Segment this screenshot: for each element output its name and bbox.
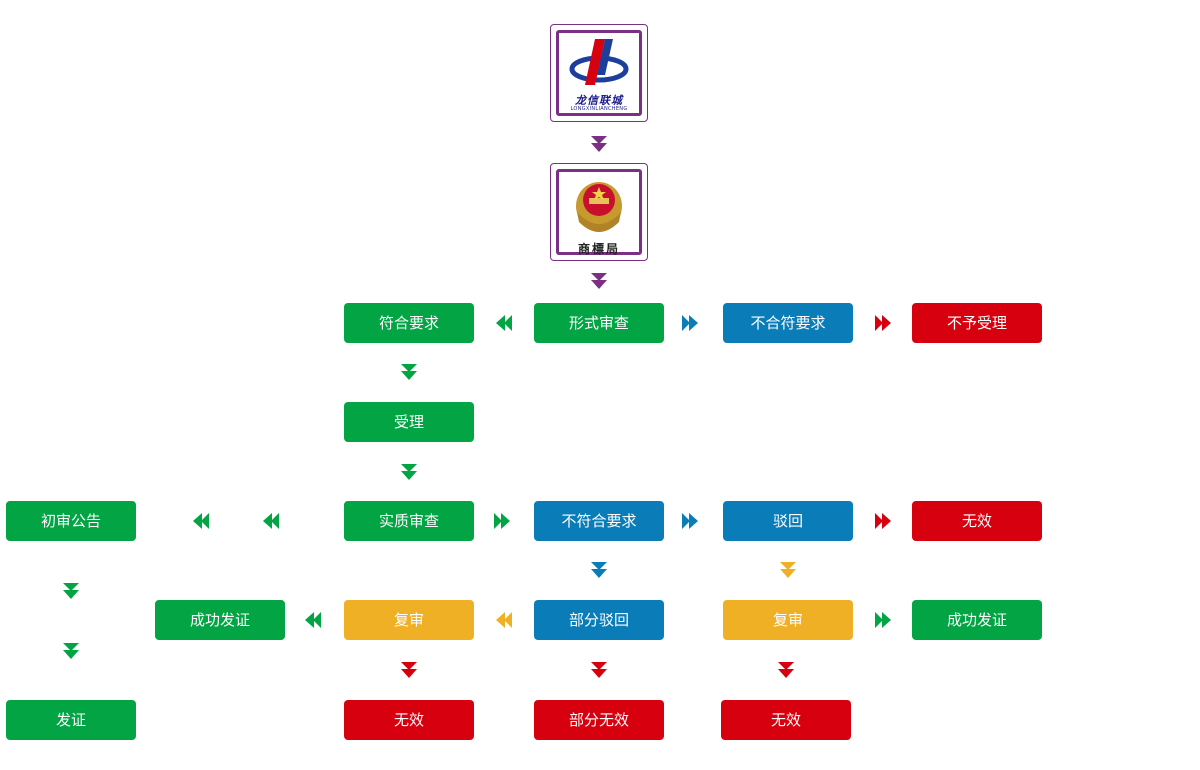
arrow-left-icon xyxy=(193,513,209,529)
node-partial-invalid: 部分无效 xyxy=(534,700,664,740)
node-review-right: 复审 xyxy=(723,600,853,640)
national-emblem-icon xyxy=(576,182,622,232)
arrow-down-icon xyxy=(401,364,417,380)
node-substantive-examination: 实质审查 xyxy=(344,501,474,541)
brand-name-en: LONGXINLIANCHENG xyxy=(570,106,628,112)
node-not-conform-formal: 不合符要求 xyxy=(723,303,853,343)
arrow-down-icon xyxy=(591,562,607,578)
brand-logo: 龙信联城 LONGXINLIANCHENG xyxy=(550,24,648,122)
node-rejected: 驳回 xyxy=(723,501,853,541)
arrow-right-icon xyxy=(682,315,698,331)
arrow-right-icon xyxy=(875,612,891,628)
node-not-conform-substantive: 不符合要求 xyxy=(534,501,664,541)
arrow-right-icon xyxy=(494,513,510,529)
arrow-down-icon xyxy=(780,562,796,578)
node-invalid-rejected: 无效 xyxy=(912,501,1042,541)
arrow-right-icon xyxy=(875,513,891,529)
node-review-left: 复审 xyxy=(344,600,474,640)
node-success-certificate-right: 成功发证 xyxy=(912,600,1042,640)
node-preliminary-announcement: 初审公告 xyxy=(6,501,136,541)
node-partial-rejection: 部分驳回 xyxy=(534,600,664,640)
node-conform-requirements: 符合要求 xyxy=(344,303,474,343)
node-invalid-review-right: 无效 xyxy=(721,700,851,740)
arrow-down-icon xyxy=(778,662,794,678)
node-invalid-review-left: 无效 xyxy=(344,700,474,740)
arrow-down-icon xyxy=(591,273,607,289)
node-formal-examination: 形式审查 xyxy=(534,303,664,343)
trademark-office-logo: 商標局 xyxy=(550,163,648,261)
arrow-right-icon xyxy=(682,513,698,529)
arrow-down-icon xyxy=(63,643,79,659)
node-success-certificate-left: 成功发证 xyxy=(155,600,285,640)
brand-name-cn: 龙信联城 xyxy=(575,94,623,107)
arrow-down-icon xyxy=(401,464,417,480)
arrow-left-icon xyxy=(305,612,321,628)
arrow-left-icon xyxy=(263,513,279,529)
node-accepted: 受理 xyxy=(344,402,474,442)
trademark-office-name: 商標局 xyxy=(577,242,620,256)
arrow-down-icon xyxy=(401,662,417,678)
arrow-left-icon xyxy=(496,612,512,628)
arrow-down-icon xyxy=(591,136,607,152)
node-issue-certificate: 发证 xyxy=(6,700,136,740)
arrow-down-icon xyxy=(591,662,607,678)
arrow-down-icon xyxy=(63,583,79,599)
node-not-accepted: 不予受理 xyxy=(912,303,1042,343)
arrow-left-icon xyxy=(496,315,512,331)
arrow-right-icon xyxy=(875,315,891,331)
brand-emblem-icon xyxy=(569,39,629,85)
